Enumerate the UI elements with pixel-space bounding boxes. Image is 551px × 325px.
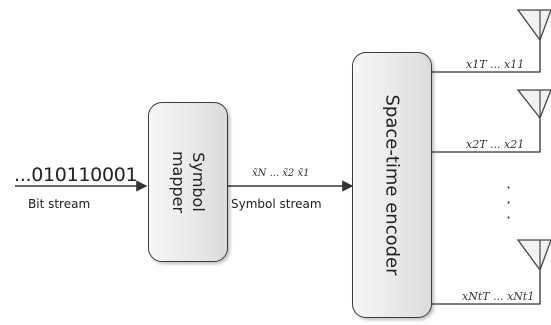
- space-time-encoder-block: Space-time encoder: [352, 52, 432, 318]
- space-time-encoder-label: Space-time encoder: [381, 94, 403, 276]
- bit-stream-label: Bit stream: [28, 197, 91, 211]
- antenna-icon: [516, 89, 551, 120]
- output-line-2: [432, 116, 541, 153]
- bit-stream-value: ...010110001: [14, 164, 138, 186]
- output-line-n: [432, 270, 541, 305]
- antenna-icon: [516, 9, 551, 42]
- output-n-value: xNtT ... xNt1: [462, 290, 535, 303]
- symbol-mapper-block: Symbol mapper: [148, 102, 228, 262]
- vertical-ellipsis: · · ·: [506, 178, 512, 227]
- output-1-value: x1T ... x11: [466, 58, 525, 71]
- symbol-stream-value: x̃N ... x̃2 x̃1: [252, 168, 310, 179]
- symbol-mapper-line2: mapper: [169, 150, 188, 214]
- output-2-value: x2T ... x21: [466, 138, 525, 151]
- symbol-stream-label: Symbol stream: [231, 197, 322, 211]
- antenna-icon: [516, 239, 551, 272]
- symbol-mapper-label: Symbol mapper: [168, 151, 208, 213]
- symbol-mapper-line1: Symbol: [189, 152, 208, 212]
- output-line-1: [432, 40, 541, 73]
